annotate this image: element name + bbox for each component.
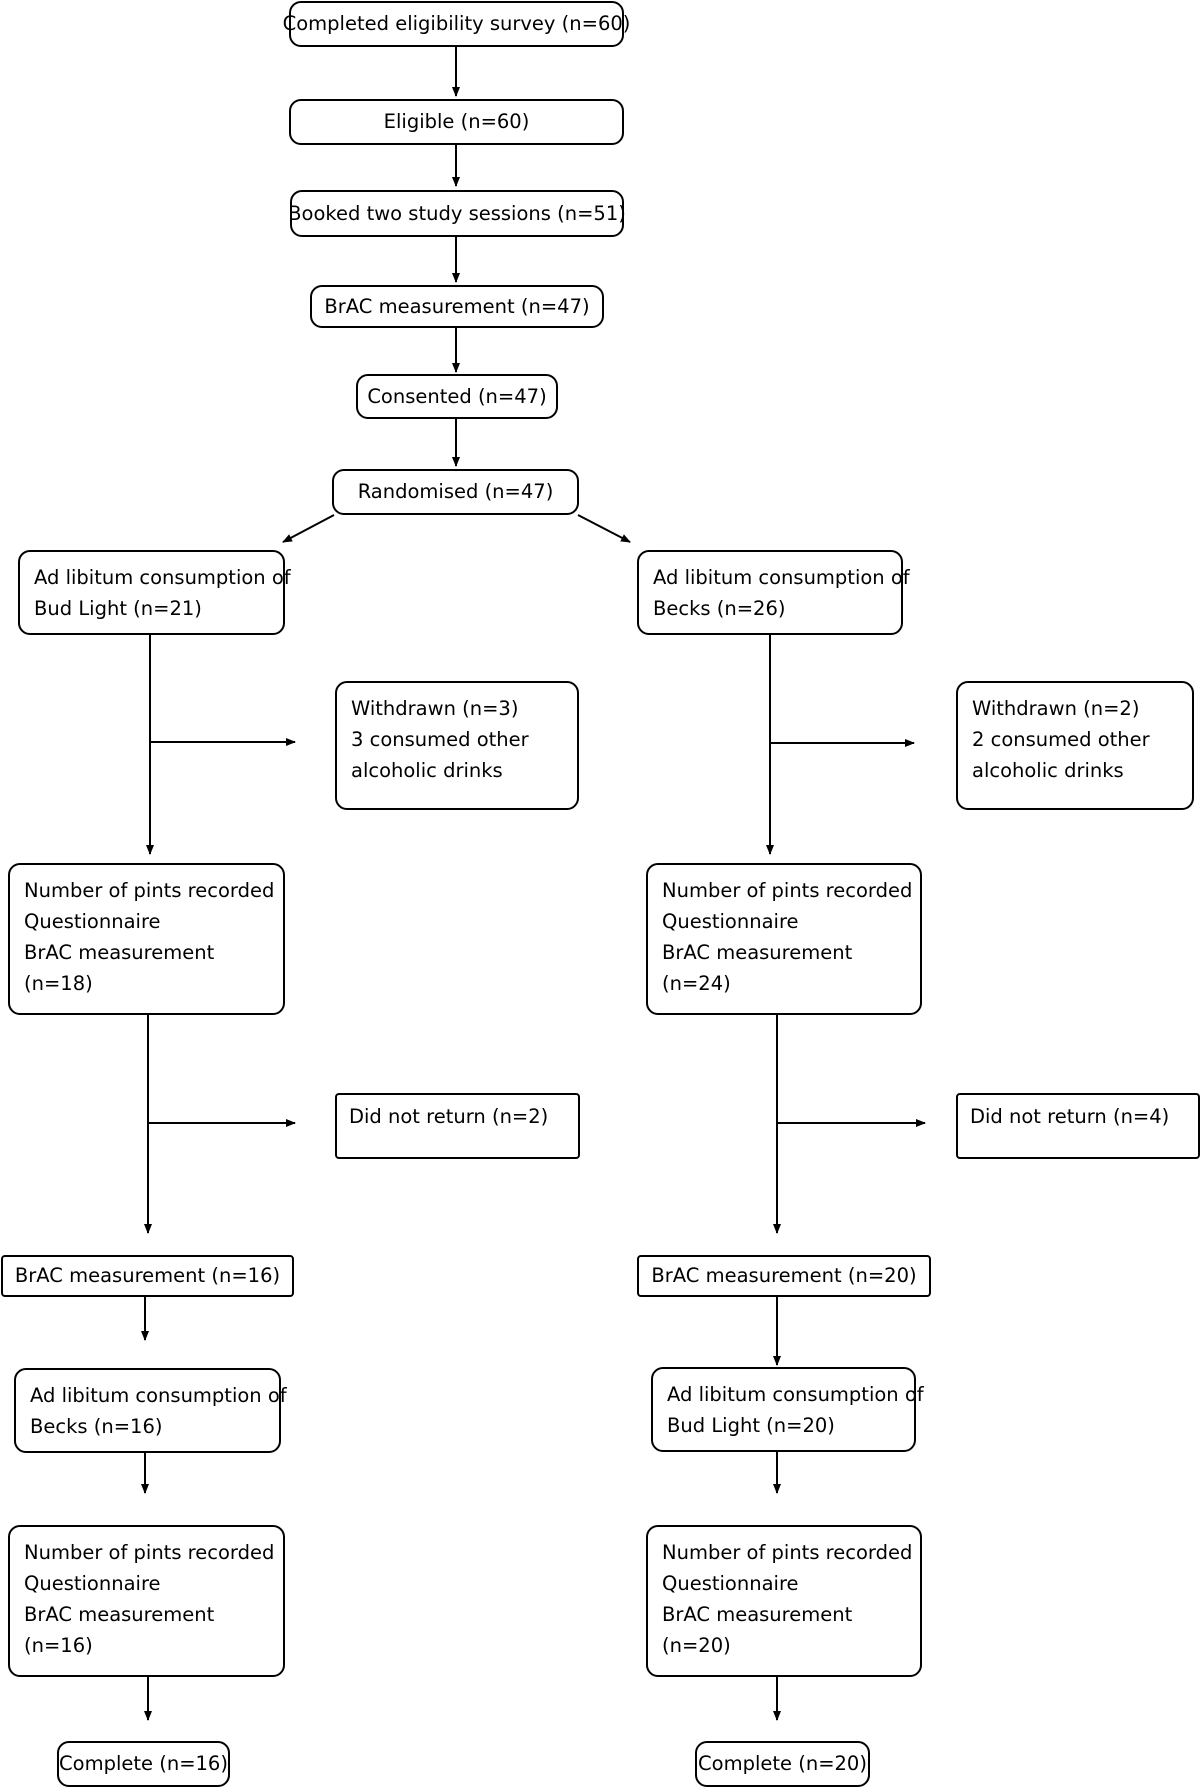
box-line: Withdrawn (n=2) — [972, 697, 1140, 720]
box-line: 2 consumed other — [972, 728, 1150, 751]
box-line: alcoholic drinks — [972, 759, 1124, 782]
box-line: Ad libitum consumption of — [30, 1384, 287, 1407]
box-label: BrAC measurement (n=47) — [324, 294, 590, 318]
box-left-did-not-return: Did not return (n=2) — [335, 1093, 580, 1159]
box-right-recorded2: Number of pints recorded Questionnaire B… — [646, 1525, 922, 1677]
box-line: Ad libitum consumption of — [34, 566, 291, 589]
box-label: Randomised (n=47) — [357, 480, 554, 504]
box-line: Questionnaire — [24, 1572, 161, 1595]
box-label: Booked two study sessions (n=51) — [288, 201, 626, 225]
box-left-recorded1: Number of pints recorded Questionnaire B… — [8, 863, 285, 1015]
arrow-randomised-to-left — [282, 514, 335, 543]
box-label: Did not return (n=2) — [349, 1105, 549, 1128]
box-line: (n=16) — [24, 1634, 93, 1657]
box-label: Complete (n=16) — [59, 1752, 228, 1776]
box-left-withdrawn: Withdrawn (n=3) 3 consumed other alcohol… — [335, 681, 579, 810]
box-left-session2-consumption: Ad libitum consumption of Becks (n=16) — [14, 1368, 287, 1453]
box-line: Becks (n=16) — [30, 1415, 163, 1438]
box-left-session1-consumption: Ad libitum consumption of Bud Light (n=2… — [18, 550, 291, 635]
box-line: (n=18) — [24, 972, 93, 995]
box-right-session2-consumption: Ad libitum consumption of Bud Light (n=2… — [651, 1367, 924, 1452]
box-eligible: Eligible (n=60) — [289, 99, 624, 145]
box-label: Complete (n=20) — [698, 1752, 867, 1776]
box-line: (n=20) — [662, 1634, 731, 1657]
box-line: Number of pints recorded — [662, 879, 913, 902]
box-line: Questionnaire — [662, 1572, 799, 1595]
box-completed-eligibility-survey: Completed eligibility survey (n=60) — [283, 1, 630, 47]
box-booked-sessions: Booked two study sessions (n=51) — [288, 190, 626, 237]
box-line: Questionnaire — [24, 910, 161, 933]
box-line: Number of pints recorded — [662, 1541, 913, 1564]
box-line: BrAC measurement — [24, 941, 215, 964]
box-line: Bud Light (n=21) — [34, 597, 202, 620]
box-line: (n=24) — [662, 972, 731, 995]
box-label: Eligible (n=60) — [383, 110, 530, 134]
box-line: Withdrawn (n=3) — [351, 697, 519, 720]
box-right-recorded1: Number of pints recorded Questionnaire B… — [646, 863, 922, 1015]
box-label: Consented (n=47) — [367, 384, 547, 408]
box-line: Ad libitum consumption of — [653, 566, 910, 589]
box-line: Becks (n=26) — [653, 597, 786, 620]
box-label: Did not return (n=4) — [970, 1105, 1170, 1128]
box-brac-measurement-initial: BrAC measurement (n=47) — [310, 285, 604, 328]
box-line: Ad libitum consumption of — [667, 1383, 924, 1406]
box-right-withdrawn: Withdrawn (n=2) 2 consumed other alcohol… — [956, 681, 1194, 810]
box-line: Number of pints recorded — [24, 879, 275, 902]
box-right-session1-consumption: Ad libitum consumption of Becks (n=26) — [637, 550, 910, 635]
box-line: Questionnaire — [662, 910, 799, 933]
box-right-complete: Complete (n=20) — [695, 1741, 870, 1787]
box-left-brac-measurement-2: BrAC measurement (n=16) — [1, 1255, 294, 1297]
box-line: alcoholic drinks — [351, 759, 503, 782]
box-right-brac-measurement-2: BrAC measurement (n=20) — [637, 1255, 931, 1297]
box-line: Bud Light (n=20) — [667, 1414, 835, 1437]
box-line: BrAC measurement — [24, 1603, 215, 1626]
box-left-recorded2: Number of pints recorded Questionnaire B… — [8, 1525, 285, 1677]
box-randomised: Randomised (n=47) — [332, 469, 579, 515]
box-line: BrAC measurement — [662, 1603, 853, 1626]
box-line: BrAC measurement — [662, 941, 853, 964]
box-label: Completed eligibility survey (n=60) — [282, 12, 631, 36]
box-line: 3 consumed other — [351, 728, 529, 751]
box-label: BrAC measurement (n=20) — [651, 1264, 917, 1288]
box-label: BrAC measurement (n=16) — [14, 1264, 281, 1288]
box-consented: Consented (n=47) — [356, 374, 558, 419]
box-left-complete: Complete (n=16) — [57, 1741, 230, 1787]
box-line: Number of pints recorded — [24, 1541, 275, 1564]
box-right-did-not-return: Did not return (n=4) — [956, 1093, 1200, 1159]
arrow-randomised-to-right — [577, 514, 631, 543]
